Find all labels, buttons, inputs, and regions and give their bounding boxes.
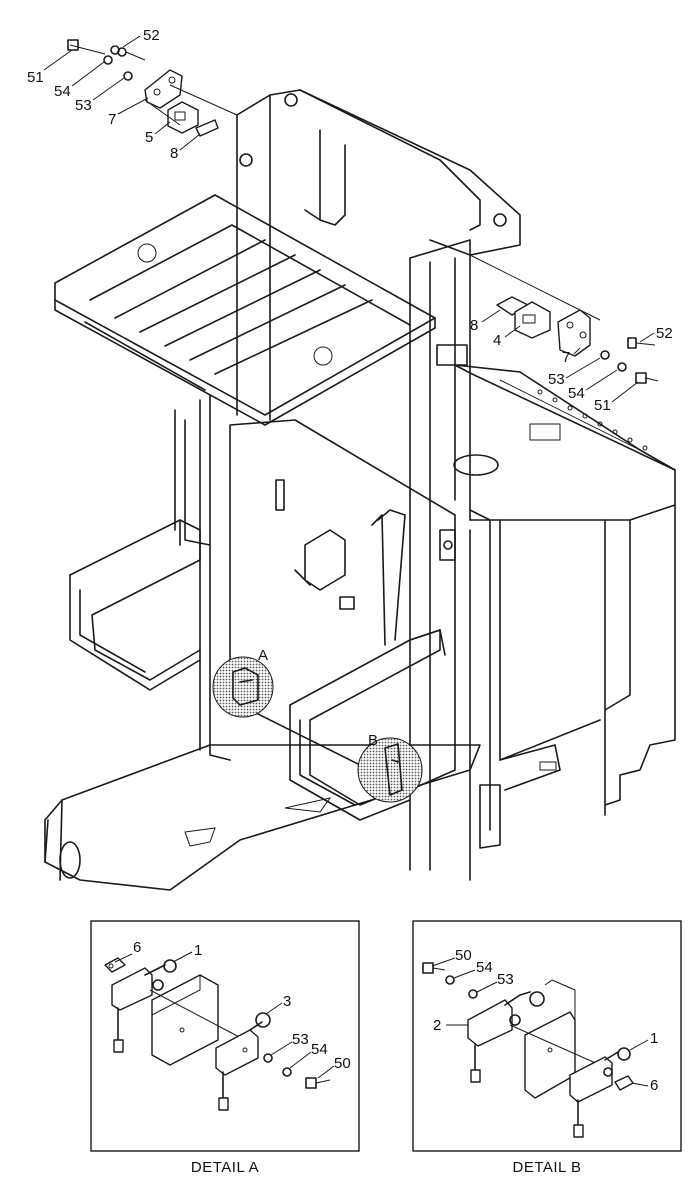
main-callouts: 52 51 54 53 7 5 8 8 4 52 7 53 54 51 A B xyxy=(27,27,673,749)
exploded-parts-top-left xyxy=(67,39,238,137)
machine-drawing xyxy=(44,89,676,891)
callout-label: 7 xyxy=(562,349,570,366)
detail-b-zone xyxy=(357,737,423,803)
callout-label: 50 xyxy=(455,947,472,964)
callout-label: 53 xyxy=(548,371,565,388)
callout-label: 54 xyxy=(568,385,585,402)
callout-label: 6 xyxy=(650,1077,658,1094)
body-perforations xyxy=(537,389,648,451)
callout-label: 7 xyxy=(108,111,116,128)
detail-marker-b: B xyxy=(368,732,378,749)
detail-a-panel: 6 1 3 53 54 50 DETAIL A xyxy=(90,920,360,1176)
callout-label: 6 xyxy=(133,939,141,956)
callout-label: 2 xyxy=(433,1017,441,1034)
detail-a-title: DETAIL A xyxy=(191,1159,259,1176)
callout-label: 51 xyxy=(27,69,44,86)
callout-label: 53 xyxy=(292,1031,309,1048)
exploded-parts-right xyxy=(469,254,659,384)
callout-label: 4 xyxy=(493,332,501,349)
callout-label: 53 xyxy=(497,971,514,988)
callout-label: 1 xyxy=(650,1030,658,1047)
callout-label: 51 xyxy=(594,397,611,414)
callout-label: 8 xyxy=(170,145,178,162)
callout-label: 54 xyxy=(311,1041,328,1058)
detail-b-panel: 50 54 53 2 1 6 DETAIL B xyxy=(412,920,682,1176)
callout-label: 5 xyxy=(145,129,153,146)
callout-label: 50 xyxy=(334,1055,351,1072)
callout-label: 1 xyxy=(194,942,202,959)
callout-label: 54 xyxy=(476,959,493,976)
callout-label: 8 xyxy=(470,317,478,334)
callout-label: 3 xyxy=(283,993,291,1010)
detail-marker-a: A xyxy=(258,647,268,664)
detail-b-title: DETAIL B xyxy=(512,1159,581,1176)
callout-label: 52 xyxy=(143,27,160,44)
callout-label: 52 xyxy=(656,325,673,342)
callout-label: 53 xyxy=(75,97,92,114)
detail-a-zone xyxy=(212,656,274,718)
callout-label: 54 xyxy=(54,83,71,100)
